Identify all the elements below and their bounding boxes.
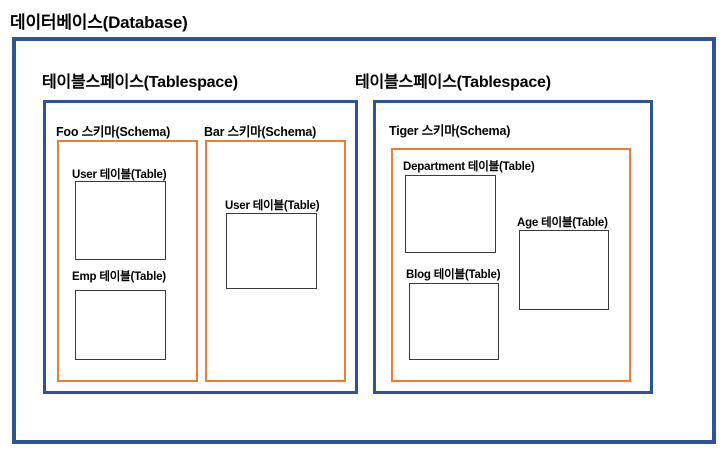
database-title: 데이터베이스(Database) [10,13,188,32]
schema-title-foo: Foo 스키마(Schema) [56,125,171,139]
table-box-tiger-age [519,230,609,310]
schema-title-bar: Bar 스키마(Schema) [204,125,317,139]
table-box-foo-user [75,181,166,260]
table-title-bar-user: User 테이블(Table) [224,197,321,213]
table-box-bar-user [226,213,317,289]
tablespace-title-left: 테이블스페이스(Tablespace) [42,74,238,91]
table-title-foo-emp: Emp 테이블(Table) [71,268,167,284]
table-title-tiger-department: Department 테이블(Table) [402,158,536,174]
table-box-tiger-blog [409,283,499,360]
tablespace-title-right: 테이블스페이스(Tablespace) [355,74,551,91]
table-title-tiger-age: Age 테이블(Table) [516,214,609,230]
table-box-tiger-department [405,175,496,253]
table-box-foo-emp [75,290,166,360]
schema-title-tiger: Tiger 스키마(Schema) [389,124,511,138]
table-title-foo-user: User 테이블(Table) [71,166,168,182]
table-title-tiger-blog: Blog 테이블(Table) [405,266,502,282]
